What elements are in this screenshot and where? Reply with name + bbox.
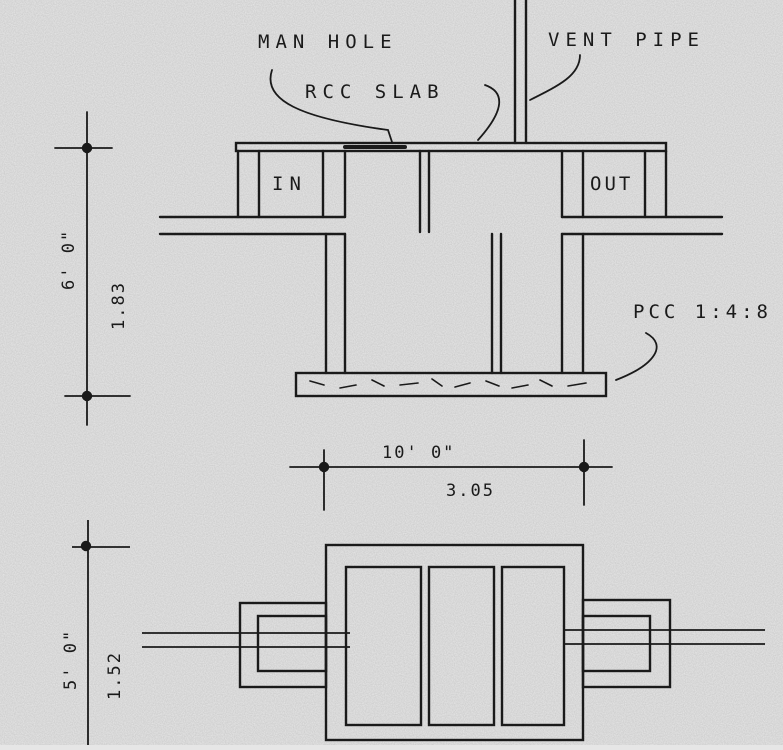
dim-section-height-ft: 6' 0" xyxy=(59,229,79,290)
rcc-slab-leader xyxy=(477,84,501,141)
pcc-hatch xyxy=(309,378,587,389)
plan-chamber-2 xyxy=(427,565,496,727)
label-rcc-slab: RCC SLAB xyxy=(305,81,445,103)
pcc-leader xyxy=(615,332,658,381)
vent-pipe-leader xyxy=(529,54,581,101)
section-view xyxy=(54,0,724,511)
label-vent-pipe: VENT PIPE xyxy=(548,29,705,51)
plan-view xyxy=(72,520,765,745)
dim-section-height-m: 1.83 xyxy=(109,281,129,330)
dim-width-m: 3.05 xyxy=(446,481,495,501)
pcc-base xyxy=(294,371,608,398)
label-manhole: MAN HOLE xyxy=(258,31,398,53)
dim-plan-depth-m: 1.52 xyxy=(105,651,125,700)
manhole-leader xyxy=(269,69,393,143)
dim-plan-depth-ft: 5' 0" xyxy=(61,629,81,690)
label-inlet: IN xyxy=(272,173,307,195)
label-pcc: PCC 1:4:8 xyxy=(633,301,772,323)
label-outlet: OUT xyxy=(590,173,633,195)
plan-chamber-3 xyxy=(500,565,566,727)
rcc-slab xyxy=(234,141,668,153)
plan-chamber-1 xyxy=(344,565,423,727)
dim-width-ft: 10' 0" xyxy=(382,443,455,463)
